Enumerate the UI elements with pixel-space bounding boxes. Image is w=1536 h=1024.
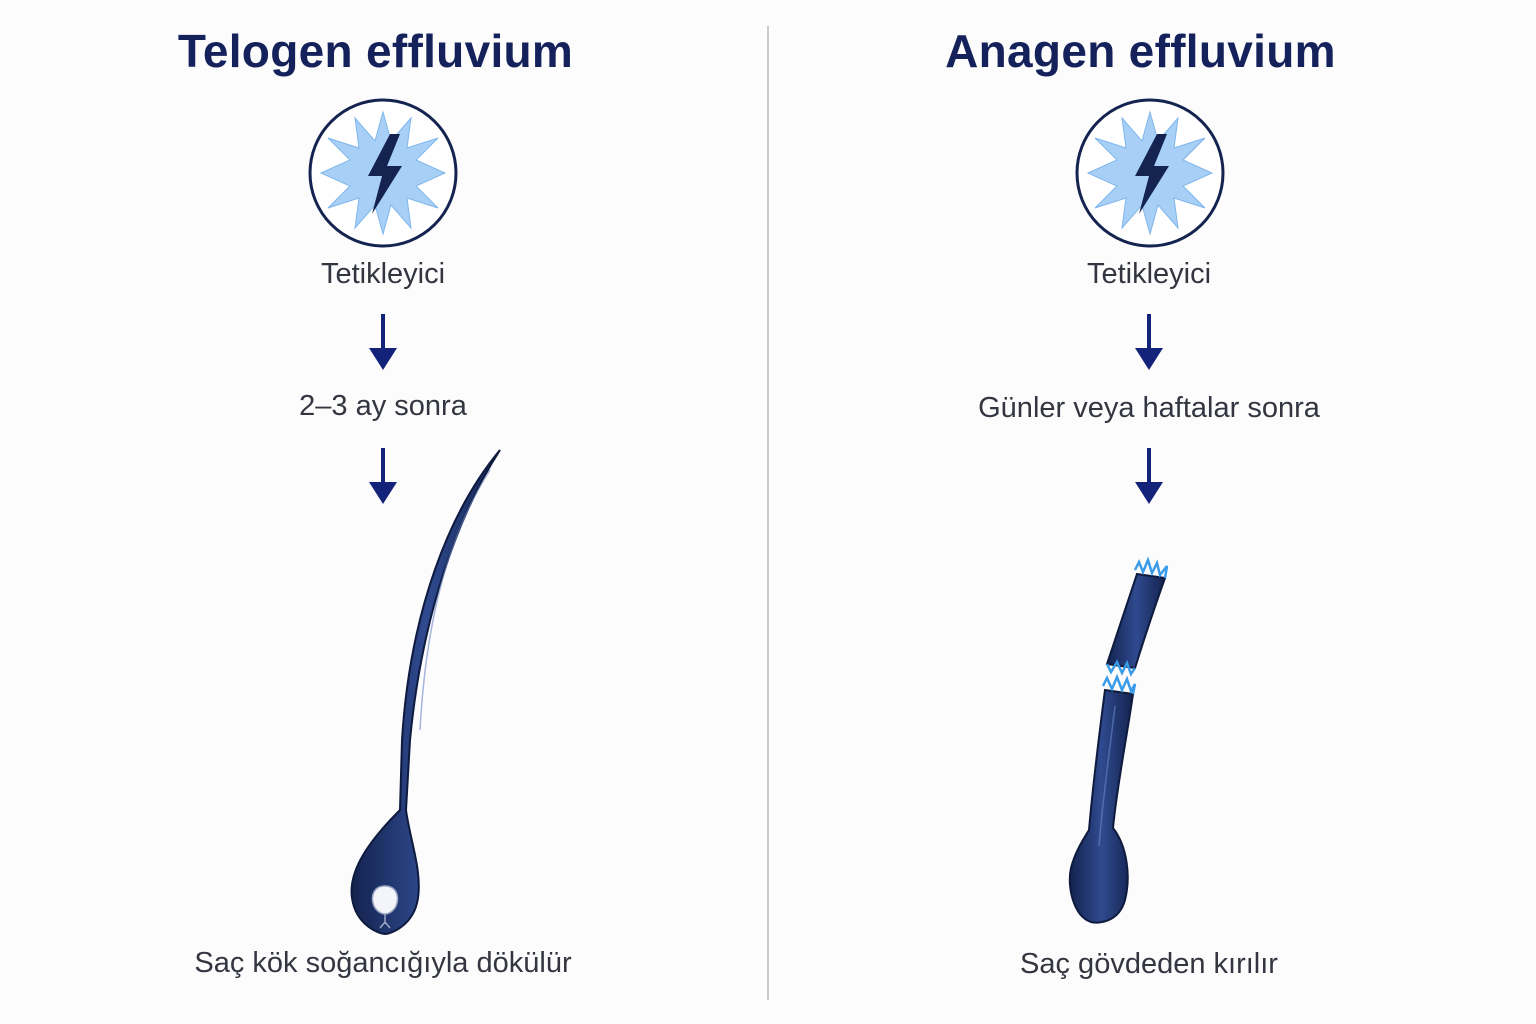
telogen-title: Telogen effluvium xyxy=(177,25,574,77)
down-arrow-icon xyxy=(369,448,397,504)
hair-shaft xyxy=(350,449,501,936)
lightning-burst-icon xyxy=(308,98,458,248)
telogen-trigger-label: Tetikleyici xyxy=(320,258,446,290)
upper-hair-fragment xyxy=(1105,572,1167,670)
telogen-outcome-label: Saç kök soğancığıyla dökülür xyxy=(194,947,572,979)
telogen-panel: Telogen effluvium Tetikleyici 2–3 ay son… xyxy=(0,0,767,1024)
anagen-panel: Anagen effluvium Tetikleyici Günler veya… xyxy=(769,0,1536,1024)
anagen-outcome-label: Saç gövdeden kırılır xyxy=(1020,948,1278,980)
lightning-bolt-shape xyxy=(1135,134,1169,214)
panel-divider xyxy=(767,26,769,1000)
root-bulb xyxy=(371,885,399,915)
telogen-delay-label: 2–3 ay sonra xyxy=(299,390,467,422)
anagen-trigger-label: Tetikleyici xyxy=(1086,258,1212,290)
lightning-burst-icon xyxy=(1075,98,1225,248)
anagen-delay-label: Günler veya haftalar sonra xyxy=(978,392,1320,424)
lightning-bolt-shape xyxy=(368,134,402,214)
anagen-title: Anagen effluvium xyxy=(945,25,1336,77)
hair-with-root-bulb-illustration xyxy=(350,449,501,936)
down-arrow-icon xyxy=(369,314,397,370)
lower-hair-fragment xyxy=(1068,688,1135,924)
down-arrow-icon xyxy=(1135,314,1163,370)
down-arrow-icon xyxy=(1135,448,1163,504)
broken-hair-shaft-illustration xyxy=(1068,556,1169,924)
